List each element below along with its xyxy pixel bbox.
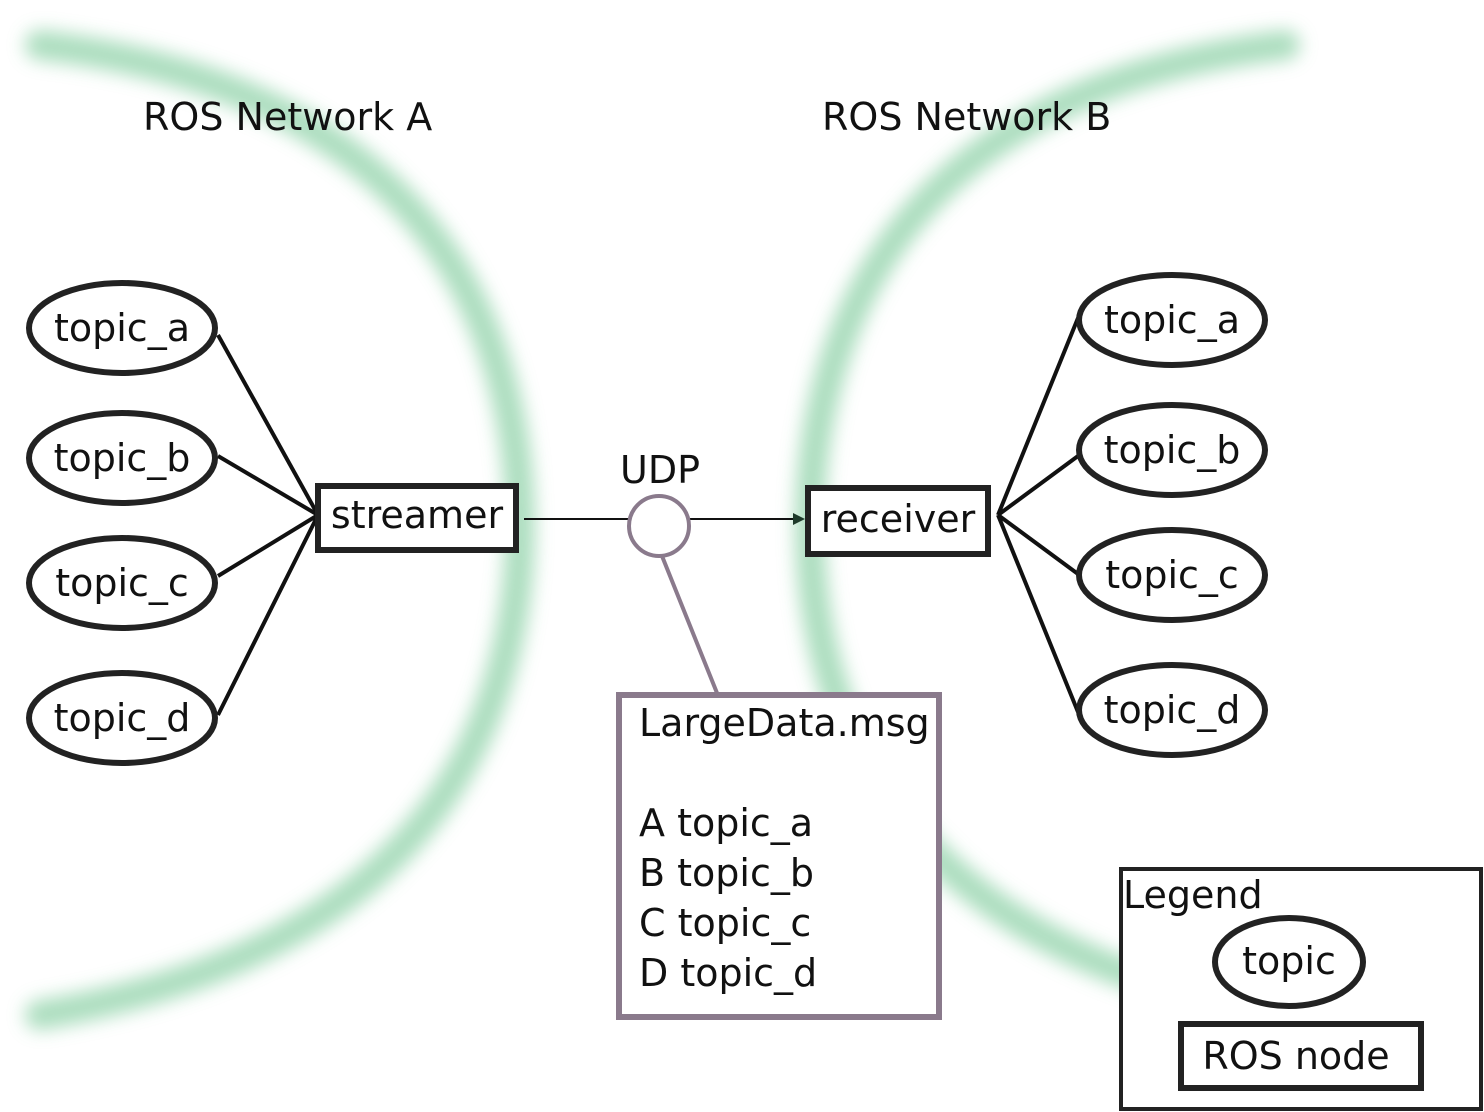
edge-a-topic-d bbox=[216, 514, 320, 716]
network-b-topic-c-label: topic_c bbox=[1105, 553, 1239, 597]
legend-node-label: ROS node bbox=[1202, 1034, 1389, 1078]
udp-label: UDP bbox=[620, 448, 700, 492]
network-a-topic-c: topic_c bbox=[26, 535, 218, 631]
network-a-topic-a: topic_a bbox=[26, 280, 218, 376]
edge-b-topic-a bbox=[996, 317, 1080, 516]
streamer-node-label: streamer bbox=[331, 493, 504, 537]
network-a-topic-b-label: topic_b bbox=[54, 436, 191, 480]
message-definition-box: LargeData.msg A topic_a B topic_b C topi… bbox=[616, 692, 942, 1020]
legend-title: Legend bbox=[1123, 873, 1263, 917]
network-a-topic-a-label: topic_a bbox=[54, 306, 190, 350]
network-b-topic-d-label: topic_d bbox=[1104, 688, 1241, 732]
edge-a-topic-b bbox=[216, 454, 320, 517]
message-field-a: A topic_a bbox=[639, 801, 813, 845]
edge-b-topic-d bbox=[996, 514, 1080, 713]
network-a-title: ROS Network A bbox=[143, 95, 432, 139]
edge-b-topic-c bbox=[996, 513, 1080, 576]
edge-a-topic-c bbox=[216, 513, 320, 578]
udp-message-marker bbox=[627, 494, 691, 558]
legend: Legend topic ROS node bbox=[1119, 867, 1483, 1111]
message-name: LargeData.msg bbox=[639, 701, 930, 745]
network-b-topic-b: topic_b bbox=[1076, 402, 1268, 498]
edge-a-topic-a bbox=[216, 334, 320, 516]
message-field-c: C topic_c bbox=[639, 901, 811, 945]
network-a-topic-c-label: topic_c bbox=[55, 561, 189, 605]
legend-node-shape bbox=[1178, 1021, 1424, 1091]
receiver-node-label: receiver bbox=[821, 497, 976, 541]
network-b-topic-a: topic_a bbox=[1076, 272, 1268, 368]
edge-b-topic-b bbox=[996, 454, 1080, 517]
network-a-topic-b: topic_b bbox=[26, 410, 218, 506]
receiver-node: receiver bbox=[805, 485, 991, 557]
network-b-topic-b-label: topic_b bbox=[1104, 428, 1241, 472]
network-a-topic-d: topic_d bbox=[26, 670, 218, 766]
legend-topic-label: topic bbox=[1242, 939, 1336, 983]
network-b-topic-a-label: topic_a bbox=[1104, 298, 1240, 342]
network-b-topic-d: topic_d bbox=[1076, 662, 1268, 758]
message-connector bbox=[660, 555, 719, 694]
message-field-d: D topic_d bbox=[639, 951, 817, 995]
network-b-topic-c: topic_c bbox=[1076, 527, 1268, 623]
network-a-boundary bbox=[25, 30, 536, 1030]
network-a-topic-d-label: topic_d bbox=[54, 696, 191, 740]
network-b-title: ROS Network B bbox=[822, 95, 1111, 139]
streamer-node: streamer bbox=[315, 483, 519, 553]
message-field-b: B topic_b bbox=[639, 851, 814, 895]
legend-topic-shape bbox=[1212, 915, 1366, 1009]
